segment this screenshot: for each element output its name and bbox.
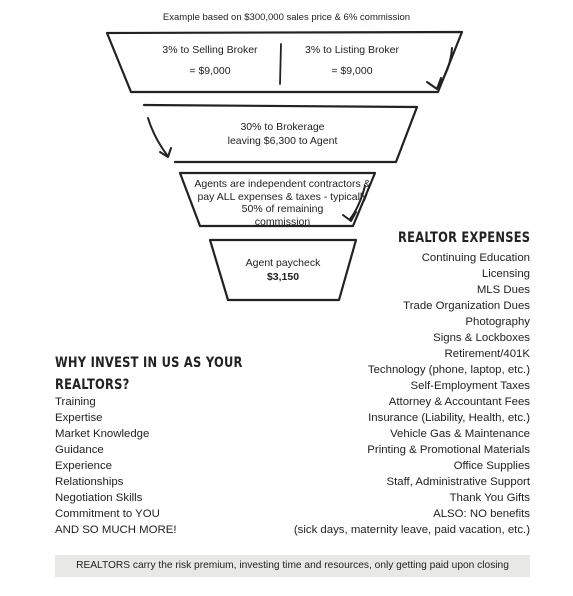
list-item: Retirement/401K <box>444 348 530 360</box>
why-invest-heading: WHY INVEST IN US AS YOUR REALTORS? <box>55 352 252 396</box>
list-item: Vehicle Gas & Maintenance <box>390 428 530 440</box>
why-invest-heading-line-1: WHY INVEST IN US AS YOUR <box>55 355 243 371</box>
list-item: Staff, Administrative Support <box>386 476 530 488</box>
list-item: MLS Dues <box>476 284 530 296</box>
list-item: Training <box>55 396 96 408</box>
agent-paycheck-text: Agent paycheck $3,150 <box>218 256 348 284</box>
list-item: Guidance <box>55 444 104 456</box>
funnel-tier-4-shape <box>208 238 358 302</box>
list-item: (sick days, maternity leave, paid vacati… <box>293 524 530 536</box>
example-caption: Example based on $300,000 sales price & … <box>162 12 411 23</box>
funnel-tier-1-divider <box>279 43 282 85</box>
agent-paycheck-amount: $3,150 <box>266 271 300 284</box>
expenses-heading: REALTOR EXPENSES <box>397 230 530 246</box>
why-invest-heading-line-2: REALTORS? <box>55 377 130 393</box>
list-item: Technology (phone, laptop, etc.) <box>367 364 530 376</box>
list-item: Market Knowledge <box>55 428 150 440</box>
list-item: Insurance (Liability, Health, etc.) <box>368 412 530 424</box>
list-item: Expertise <box>55 412 103 424</box>
listing-broker-label: 3% to Listing Broker <box>305 44 399 56</box>
arrow-3-head <box>342 211 357 222</box>
list-item: Printing & Promotional Materials <box>367 444 530 456</box>
list-item: Thank You Gifts <box>449 492 530 504</box>
list-item: Experience <box>55 460 112 472</box>
list-item: Signs & Lockboxes <box>433 332 530 344</box>
list-item: AND SO MUCH MORE! <box>55 524 177 536</box>
contractor-note-line-2: pay ALL expenses & taxes - typically <box>197 190 368 203</box>
selling-broker-label: 3% to Selling Broker <box>162 44 258 56</box>
contractor-note-line-4: commission <box>254 215 311 228</box>
list-item: Self-Employment Taxes <box>410 380 530 392</box>
list-item: ALSO: NO benefits <box>433 508 530 520</box>
list-item: Attorney & Accountant Fees <box>388 396 530 408</box>
contractor-note-line-3: 50% of remaining <box>241 203 324 216</box>
funnel-tier-2-shape <box>142 103 419 164</box>
list-item: Licensing <box>481 268 530 280</box>
funnel-tier-3-shape <box>178 171 377 228</box>
list-item: Relationships <box>55 476 124 488</box>
list-item: Photography <box>465 316 530 328</box>
listing-broker-text: 3% to Listing Broker = $9,000 <box>282 43 422 78</box>
why-invest-list: Training Expertise Market Knowledge Guid… <box>55 394 177 538</box>
arrow-1-head <box>426 77 442 90</box>
arrow-2-head <box>159 147 172 158</box>
listing-broker-amount: = $9,000 <box>331 65 373 78</box>
agent-paycheck-label: Agent paycheck <box>245 257 321 269</box>
list-item: Commitment to YOU <box>55 508 160 520</box>
funnel-tier-1-shape <box>105 30 464 94</box>
agent-remaining: leaving $6,300 to Agent <box>227 135 338 148</box>
selling-broker-amount: = $9,000 <box>189 65 231 78</box>
list-item: Continuing Education <box>421 252 530 264</box>
list-item: Negotiation Skills <box>55 492 143 504</box>
risk-premium-banner: REALTORS carry the risk premium, investi… <box>55 555 530 577</box>
arrow-2-curve <box>147 117 168 156</box>
arrow-3-curve <box>349 185 366 220</box>
brokerage-percent: 30% to Brokerage <box>240 121 325 133</box>
list-item: Trade Organization Dues <box>403 300 530 312</box>
brokerage-split-text: 30% to Brokerage leaving $6,300 to Agent <box>180 120 385 148</box>
list-item: Office Supplies <box>453 460 530 472</box>
expenses-list: Continuing Education Licensing MLS Dues … <box>294 250 530 538</box>
selling-broker-text: 3% to Selling Broker = $9,000 <box>140 43 280 78</box>
contractor-note-line-1: Agents are independent contractors & <box>194 178 371 190</box>
contractor-note-text: Agents are independent contractors & pay… <box>185 178 380 228</box>
